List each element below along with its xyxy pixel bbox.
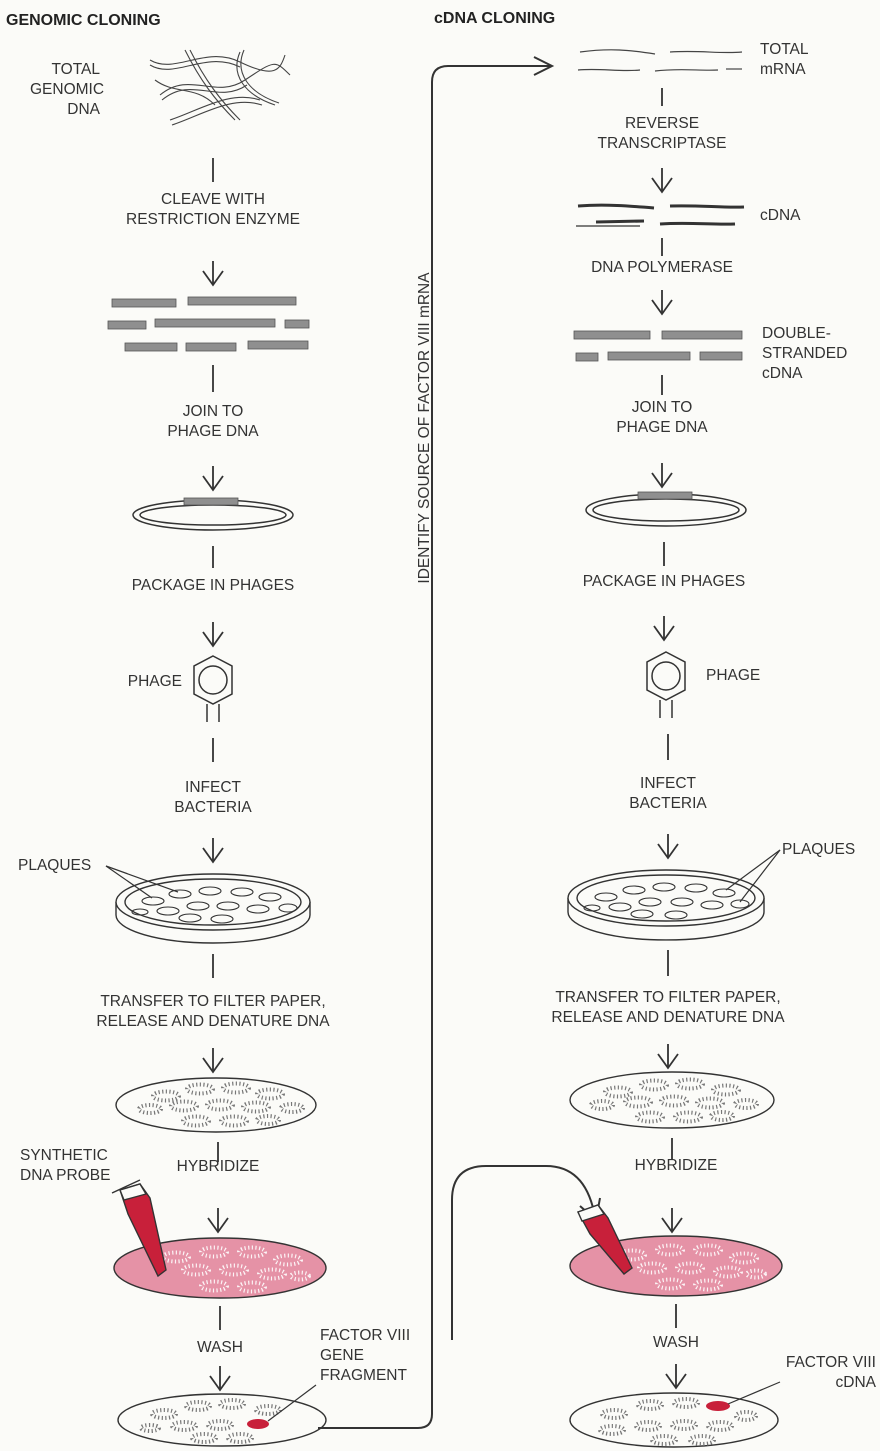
identify-source-connector <box>318 57 552 1428</box>
double-stranded-label: DOUBLE- STRANDED cDNA <box>762 324 847 384</box>
genomic-dna-tangle <box>150 50 290 125</box>
join-phage-dna-label: JOIN TO PHAGE DNA <box>572 398 752 438</box>
synthetic-probe-label: SYNTHETIC DNA PROBE <box>20 1146 110 1186</box>
double-stranded-cdna <box>574 331 742 361</box>
hybridize-label: HYBRIDIZE <box>158 1157 278 1177</box>
genomic-cloning-header: GENOMIC CLONING <box>6 11 161 31</box>
arrow-down <box>658 1044 678 1068</box>
washed-filter <box>118 1394 326 1446</box>
recombinant-plasmid <box>133 498 293 530</box>
total-mrna-label: TOTAL mRNA <box>760 40 809 80</box>
arrow-down <box>203 838 223 862</box>
arrow-down <box>662 1208 682 1232</box>
arrow-down <box>210 1366 230 1390</box>
arrow-down <box>652 463 672 487</box>
cdna-cloning-header: cDNA CLONING <box>434 9 555 29</box>
identify-source-label: IDENTIFY SOURCE OF FACTOR VIII mRNA <box>416 272 434 583</box>
package-phages-label: PACKAGE IN PHAGES <box>544 572 784 592</box>
washed-filter <box>570 1393 778 1447</box>
recombinant-plasmid <box>586 492 746 526</box>
dna-polymerase-label: DNA POLYMERASE <box>552 258 772 278</box>
arrow-down <box>654 616 674 640</box>
transfer-step-label: TRANSFER TO FILTER PAPER, RELEASE AND DE… <box>63 992 363 1032</box>
cdna-label: cDNA <box>760 206 800 226</box>
petri-dish-plaques <box>568 870 764 940</box>
cdna-strands <box>576 205 744 226</box>
cleave-step-label: CLEAVE WITH RESTRICTION ENZYME <box>93 190 333 230</box>
phage-particle <box>194 656 232 722</box>
dna-fragments <box>108 297 309 351</box>
arrow-down <box>652 168 672 192</box>
phage-label: PHAGE <box>100 672 182 692</box>
plaques-label: PLAQUES <box>782 840 855 860</box>
arrow-down <box>203 261 223 285</box>
factor-viii-cdna-label: FACTOR VIII cDNA <box>740 1353 876 1393</box>
filter-paper <box>116 1078 316 1132</box>
arrow-down <box>203 1048 223 1072</box>
phage-particle <box>647 652 685 718</box>
gene-fragment-label: FACTOR VIII GENE FRAGMENT <box>320 1326 410 1386</box>
package-phages-label: PACKAGE IN PHAGES <box>93 576 333 596</box>
filter-paper <box>570 1072 774 1128</box>
transfer-step-label: TRANSFER TO FILTER PAPER, RELEASE AND DE… <box>518 988 818 1028</box>
arrow-down <box>203 466 223 490</box>
petri-dish-plaques <box>116 874 310 943</box>
arrow-down <box>203 622 223 646</box>
arrow-down <box>208 1208 228 1232</box>
infect-bacteria-label: INFECT BACTERIA <box>123 778 303 818</box>
total-genomic-dna-label: TOTAL GENOMIC DNA <box>30 60 100 120</box>
infect-bacteria-label: INFECT BACTERIA <box>578 774 758 814</box>
probe-transfer-connector <box>452 1166 600 1340</box>
join-phage-dna-label: JOIN TO PHAGE DNA <box>123 402 303 442</box>
wash-label: WASH <box>624 1333 728 1353</box>
plaques-label: PLAQUES <box>18 856 91 876</box>
arrow-down <box>666 1364 686 1388</box>
arrow-down <box>658 834 678 858</box>
mrna-strands <box>578 50 742 71</box>
hybridize-label: HYBRIDIZE <box>616 1156 736 1176</box>
reverse-transcriptase-label: REVERSE TRANSCRIPTASE <box>562 114 762 154</box>
phage-label: PHAGE <box>706 666 760 686</box>
wash-label: WASH <box>168 1338 272 1358</box>
arrow-down <box>652 290 672 314</box>
